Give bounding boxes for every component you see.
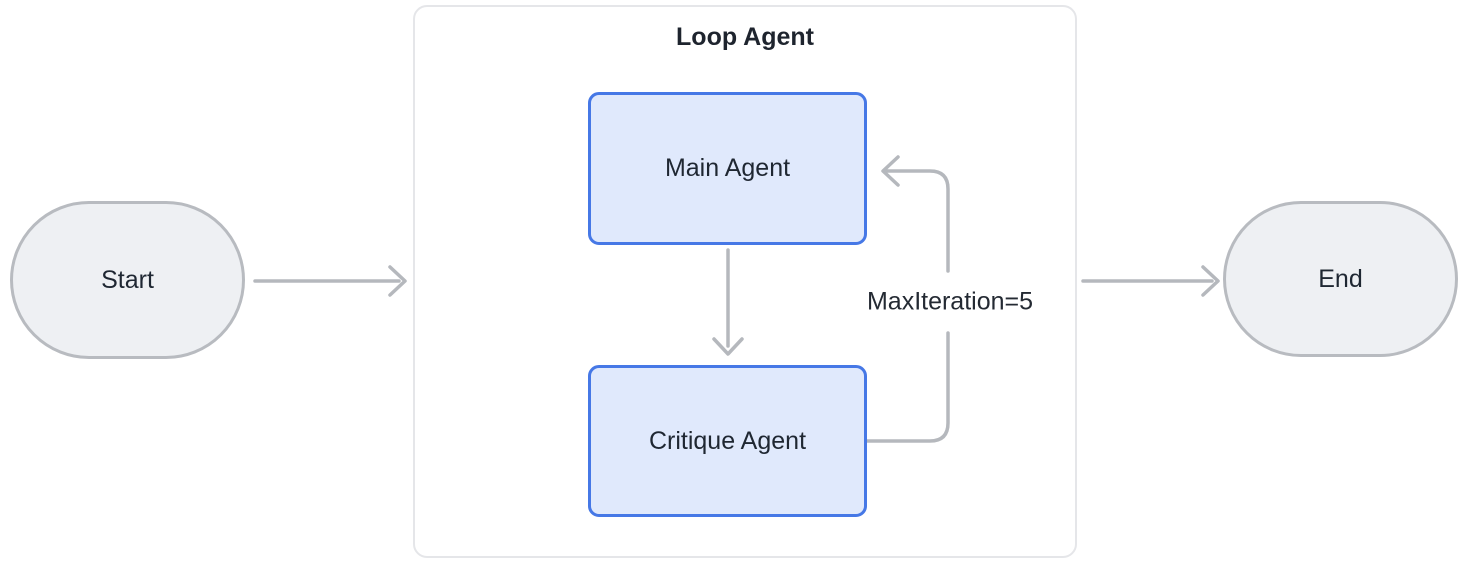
node-end[interactable]: End bbox=[1223, 201, 1458, 357]
node-main-agent-label: Main Agent bbox=[664, 154, 791, 182]
node-start-label: Start bbox=[101, 265, 154, 294]
loop-agent-title: Loop Agent bbox=[676, 23, 814, 51]
edge-loop-to-end bbox=[1081, 265, 1220, 297]
node-critique-agent[interactable]: Critique Agent bbox=[588, 365, 867, 517]
node-start[interactable]: Start bbox=[10, 201, 245, 359]
node-end-label: End bbox=[1318, 264, 1363, 293]
edge-start-to-loop bbox=[253, 265, 407, 297]
node-critique-agent-label: Critique Agent bbox=[648, 426, 807, 455]
node-main-agent[interactable]: Main Agent bbox=[588, 92, 867, 245]
loop-iteration-label: MaxIteration=5 bbox=[862, 287, 1038, 317]
